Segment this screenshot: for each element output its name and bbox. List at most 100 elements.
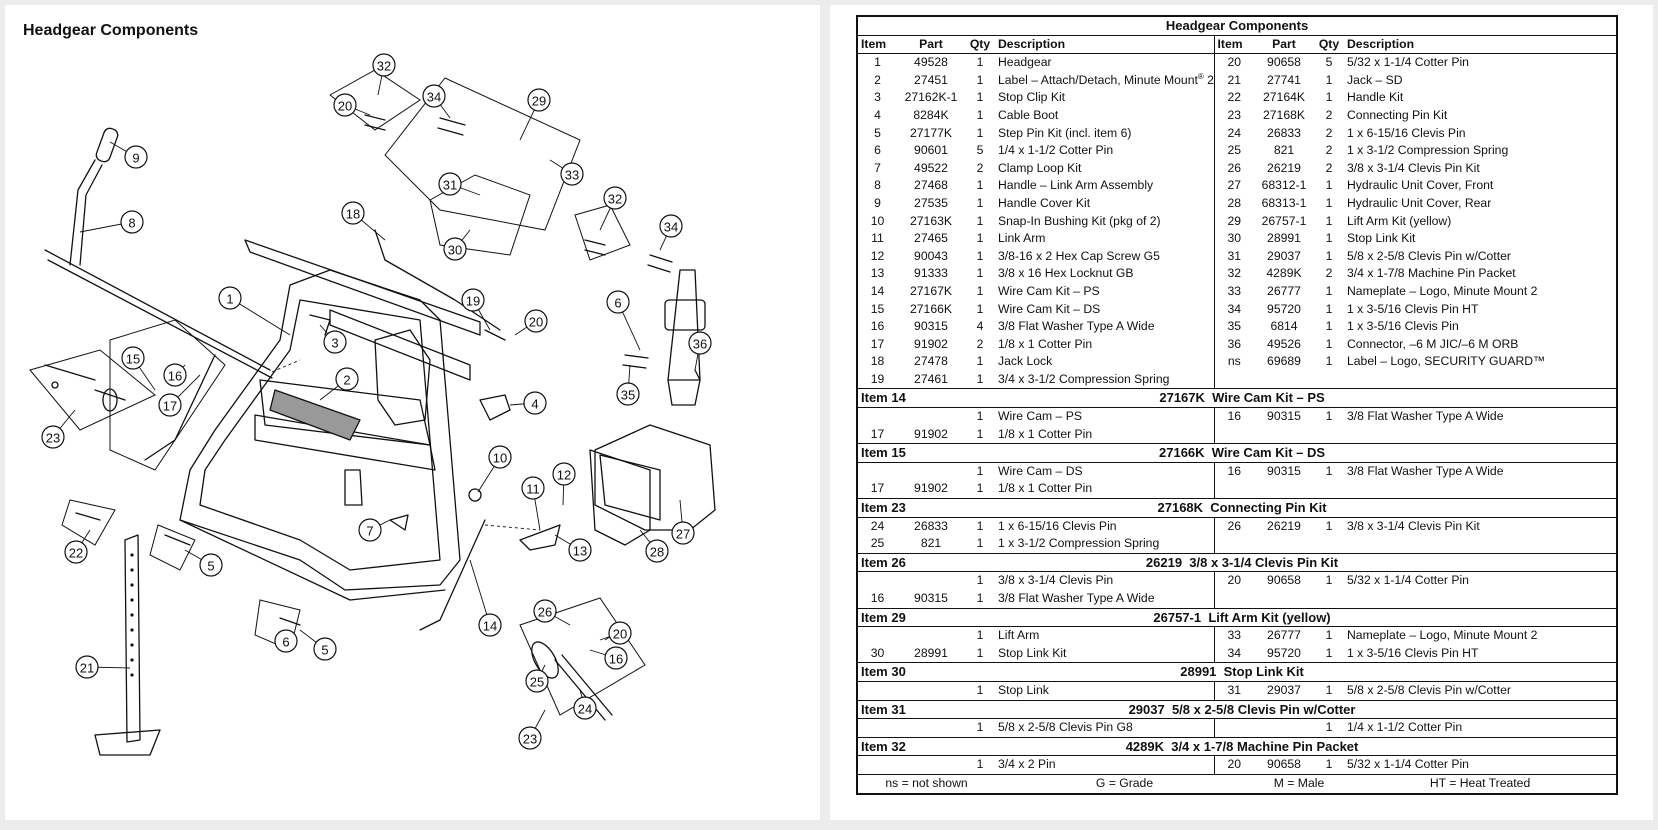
callout-8: 8 bbox=[120, 210, 144, 234]
callout-number: 23 bbox=[523, 732, 537, 747]
section-title: 27168K Connecting Pin Kit bbox=[965, 498, 1618, 518]
table-cell: 91902 bbox=[914, 426, 948, 441]
callout-number: 7 bbox=[366, 524, 373, 539]
callout-21: 21 bbox=[75, 655, 99, 679]
section-item: Item 29 bbox=[857, 607, 965, 628]
callout-35: 35 bbox=[616, 382, 640, 406]
col-header-item-2: Item bbox=[1214, 35, 1254, 55]
callout-11: 11 bbox=[521, 476, 545, 500]
table-cell: 27 bbox=[1227, 178, 1242, 193]
table-cell: 29 bbox=[1227, 213, 1242, 228]
table-cell: 5/8 x 2-5/8 Clevis Pin w/Cotter bbox=[1347, 248, 1511, 263]
table-cell: 1 bbox=[976, 720, 984, 735]
table-cell: 3/8 x 3-1/4 Clevis Pin Kit bbox=[1347, 160, 1480, 175]
table-cell: 14 bbox=[870, 283, 885, 298]
table-cell bbox=[1314, 480, 1344, 498]
table-cell: 1 bbox=[976, 231, 984, 246]
callout-number: 33 bbox=[565, 168, 579, 183]
table-cell: 95720 bbox=[1267, 645, 1301, 660]
table-cell: Handle – Link Arm Assembly bbox=[995, 177, 1215, 195]
callout-19: 19 bbox=[461, 288, 485, 312]
table-cell: 20 bbox=[1227, 757, 1242, 772]
section-title: 27166K Wire Cam Kit – DS bbox=[965, 443, 1618, 463]
table-cell: 12 bbox=[870, 248, 885, 263]
table-cell bbox=[1314, 590, 1344, 608]
table-cell: 1 bbox=[976, 354, 984, 369]
table-cell: 16 bbox=[870, 591, 885, 605]
table-cell: 3/8 x 16 Hex Locknut GB bbox=[995, 265, 1215, 283]
section-item: Item 14 bbox=[857, 388, 965, 409]
callout-number: 35 bbox=[621, 388, 635, 403]
table-cell bbox=[1344, 480, 1617, 498]
table-cell: 28991 bbox=[914, 645, 948, 660]
table-cell bbox=[1254, 371, 1314, 389]
table-cell: 20 bbox=[1227, 573, 1242, 588]
table-cell: Wire Cam – PS bbox=[995, 407, 1215, 426]
table-cell bbox=[857, 627, 897, 645]
table-cell: 3/8 Flat Washer Type A Wide bbox=[995, 318, 1215, 336]
callout-1: 1 bbox=[218, 286, 242, 310]
diagram-page bbox=[5, 5, 820, 820]
table-cell: 1 bbox=[1325, 195, 1333, 210]
table-cell bbox=[1344, 590, 1617, 608]
table-cell bbox=[897, 756, 965, 775]
col-header-part-2: Part bbox=[1254, 35, 1314, 55]
callout-number: 12 bbox=[557, 468, 571, 483]
table-cell: 8284K bbox=[913, 107, 949, 122]
callout-number: 20 bbox=[613, 627, 627, 642]
table-cell: 1 bbox=[1325, 283, 1333, 298]
table-cell: Wire Cam – DS bbox=[995, 462, 1215, 481]
callout-36: 36 bbox=[688, 331, 712, 355]
table-cell: 1 bbox=[976, 757, 984, 772]
diagram-title: Headgear Components bbox=[23, 22, 199, 39]
table-cell: 26777 bbox=[1267, 628, 1301, 643]
callout-14: 14 bbox=[478, 613, 502, 637]
table-cell: 1 bbox=[1325, 336, 1333, 351]
table-cell: 1 bbox=[976, 481, 984, 496]
table-cell: 3 bbox=[874, 90, 881, 105]
table-cell: 68313-1 bbox=[1261, 195, 1307, 210]
table-cell: Hydraulic Unit Cover, Rear bbox=[1347, 195, 1492, 210]
table-cell: Snap-In Bushing Kit (pkg of 2) bbox=[995, 212, 1215, 231]
headgear-frame bbox=[179, 239, 481, 601]
table-cell: 1 x 3-1/2 Compression Spring bbox=[995, 535, 1215, 554]
section-title: 27167K Wire Cam Kit – PS bbox=[965, 388, 1618, 409]
table-cell: 1/8 x 1 Cotter Pin bbox=[995, 335, 1215, 354]
callout-4: 4 bbox=[523, 391, 547, 415]
table-cell: Jack – SD bbox=[1347, 72, 1403, 87]
table-cell bbox=[1214, 535, 1254, 553]
table-cell: 5/8 x 2-5/8 Clevis Pin G8 bbox=[995, 718, 1215, 738]
table-cell: 2 bbox=[1325, 125, 1333, 140]
table-cell: 90315 bbox=[914, 319, 948, 334]
table-cell: 1 bbox=[1325, 682, 1333, 697]
table-cell: 18 bbox=[870, 354, 885, 369]
table-cell bbox=[1254, 535, 1314, 553]
table-cell: 34 bbox=[1227, 301, 1242, 316]
callout-28: 28 bbox=[645, 539, 669, 563]
col-header-qty: Qty bbox=[965, 35, 995, 55]
section-item: Item 23 bbox=[857, 498, 965, 518]
table-cell: 5/32 x 1-1/4 Cotter Pin bbox=[1347, 757, 1469, 772]
table-cell: 90315 bbox=[1267, 409, 1301, 424]
table-cell: 7 bbox=[874, 160, 881, 175]
callout-24: 24 bbox=[573, 696, 597, 720]
table-cell: 32 bbox=[1227, 266, 1242, 281]
callout-number: 6 bbox=[282, 635, 289, 650]
table-cell: 1 x 3-1/2 Compression Spring bbox=[1347, 143, 1509, 158]
section-title: 28991 Stop Link Kit bbox=[965, 662, 1618, 682]
